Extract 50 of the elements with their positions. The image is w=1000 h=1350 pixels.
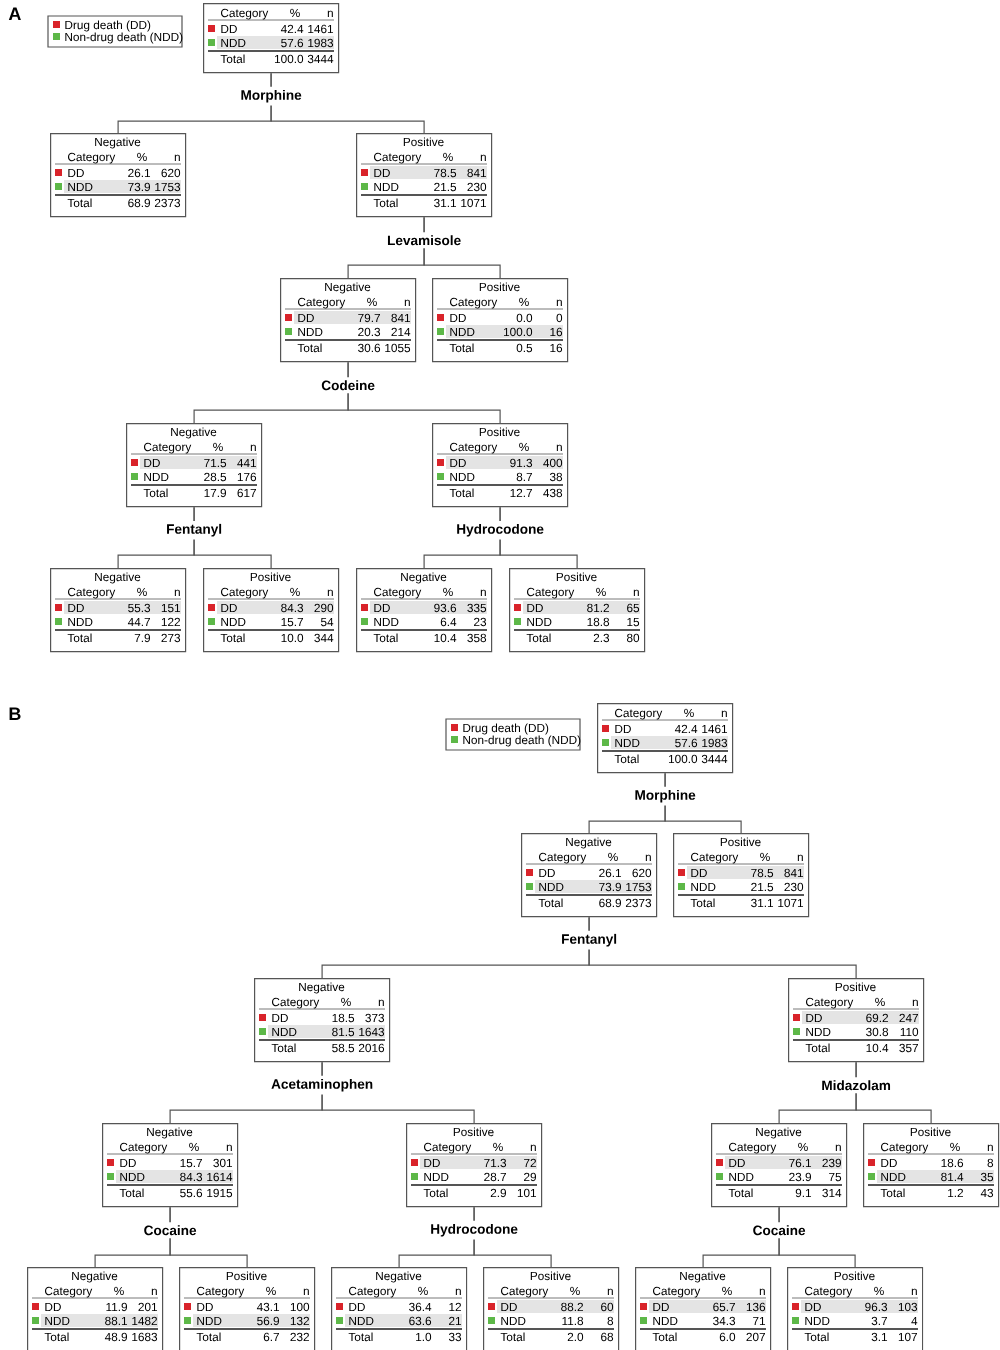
split-label: Morphine: [237, 86, 305, 106]
tree-node-box: Negative Category % n DD 65.7 136 NDD 34.3 71 Total 6.0 207: [635, 1267, 772, 1350]
tree-node-box: Negative Category % n DD 71.5 441 NDD 28.5 176 Total 17.9 617: [126, 423, 263, 508]
tree-node-box: Positive Category % n DD 78.5 841 NDD 21.5 230 Total 31.1 1071: [673, 833, 810, 918]
tree-node-box: Positive Category % n DD 91.3 400 NDD 8.7 38 Total 12.7 438: [432, 423, 569, 508]
split-label: Acetaminophen: [268, 1075, 377, 1095]
tree-node-box: Positive Category % n DD 69.2 247 NDD 30.8 110 Total 10.4 357: [788, 978, 925, 1063]
tree-node-box: Positive Category % n DD 71.3 72 NDD 28.7 29 Total 2.9 101: [406, 1123, 543, 1208]
tree-node-box: Positive Category % n DD 18.6 8 NDD 81.4 35 Total 1.2 43: [863, 1123, 1000, 1208]
tree-node-box: Positive Category % n DD 81.2 65 NDD 18.8 15 Total 2.3 80: [509, 568, 646, 653]
tree-node-box: Negative Category % n DD 26.1 620 NDD 73.9 1753 Total 68.9 2373: [521, 833, 658, 918]
tree-connector: [423, 216, 501, 279]
split-label: Cocaine: [749, 1222, 809, 1239]
tree-node-box: Positive Category % n DD 43.1 100 NDD 56.9 132 Total 6.7 232: [179, 1267, 316, 1350]
split-label: Hydrocodone: [453, 520, 547, 540]
tree-node-box: Positive Category % n DD 0.0 0 NDD 100.0 16 Total 0.5 16: [432, 278, 569, 363]
panel-letter: B: [9, 707, 21, 720]
tree-node-box: Negative Category % n DD 36.4 12 NDD 63.6 21 Total 1.0 33: [331, 1267, 468, 1350]
tree-node-box: Negative Category % n DD 76.1 239 NDD 23.9 75 Total 9.1 314: [711, 1123, 848, 1208]
legend: Drug death (DD) Non-drug death (NDD): [47, 15, 183, 48]
tree-node-box: Negative Category % n DD 79.7 841 NDD 20.3 214 Total 30.6 1055: [280, 278, 417, 363]
split-label: Morphine: [631, 786, 699, 806]
legend: Drug death (DD) Non-drug death (NDD): [445, 718, 581, 751]
tree-node-box: Negative Category % n DD 26.1 620 NDD 73.9 1753 Total 68.9 2373: [50, 133, 187, 218]
panel-letter: A: [8, 7, 21, 20]
tree-connector: [347, 361, 501, 424]
tree-node-box: Positive Category % n DD 96.3 103 NDD 3.7 4 Total 3.1 107: [787, 1267, 924, 1350]
tree-connector: [778, 1206, 856, 1268]
split-label: Codeine: [318, 377, 378, 394]
tree-connector: [169, 1206, 248, 1268]
tree-node-box: Negative Category % n DD 15.7 301 NDD 84.3 1614 Total 55.6 1915: [102, 1123, 239, 1208]
tree-node-box: Negative Category % n DD 18.5 373 NDD 81.5 1643 Total 58.5 2016: [254, 978, 391, 1063]
tree-node-box: Positive Category % n DD 78.5 841 NDD 21.5 230 Total 31.1 1071: [356, 133, 493, 218]
tree-node-box: Negative Category % n DD 11.9 201 NDD 88.1 1482 Total 48.9 1683: [27, 1267, 164, 1350]
tree-node-box: Category % n DD 42.4 1461 NDD 57.6 1983 Total 100.0 3444: [203, 3, 340, 74]
tree-node-box: Positive Category % n DD 88.2 60 NDD 11.8 8 Total 2.0 68: [483, 1267, 620, 1350]
tree-node-box: Negative Category % n DD 55.3 151 NDD 44.7 122 Total 7.9 273: [50, 568, 187, 653]
tree-node-box: Negative Category % n DD 93.6 335 NDD 6.4 23 Total 10.4 358: [356, 568, 493, 653]
tree-connector: [588, 916, 857, 979]
split-label: Midazolam: [818, 1077, 894, 1094]
tree-connector: [855, 1061, 932, 1124]
split-label: Cocaine: [140, 1222, 200, 1239]
tree-connector: [321, 1061, 475, 1124]
tree-connector: [270, 72, 425, 134]
tree-node-box: Category % n DD 42.4 1461 NDD 57.6 1983 Total 100.0 3444: [597, 703, 734, 774]
split-label: Hydrocodone: [427, 1220, 521, 1240]
split-label: Fentanyl: [163, 520, 226, 540]
split-label: Fentanyl: [558, 930, 621, 950]
tree-node-box: Positive Category % n DD 84.3 290 NDD 15.7 54 Total 10.0 344: [203, 568, 340, 653]
split-label: Levamisole: [384, 232, 465, 249]
